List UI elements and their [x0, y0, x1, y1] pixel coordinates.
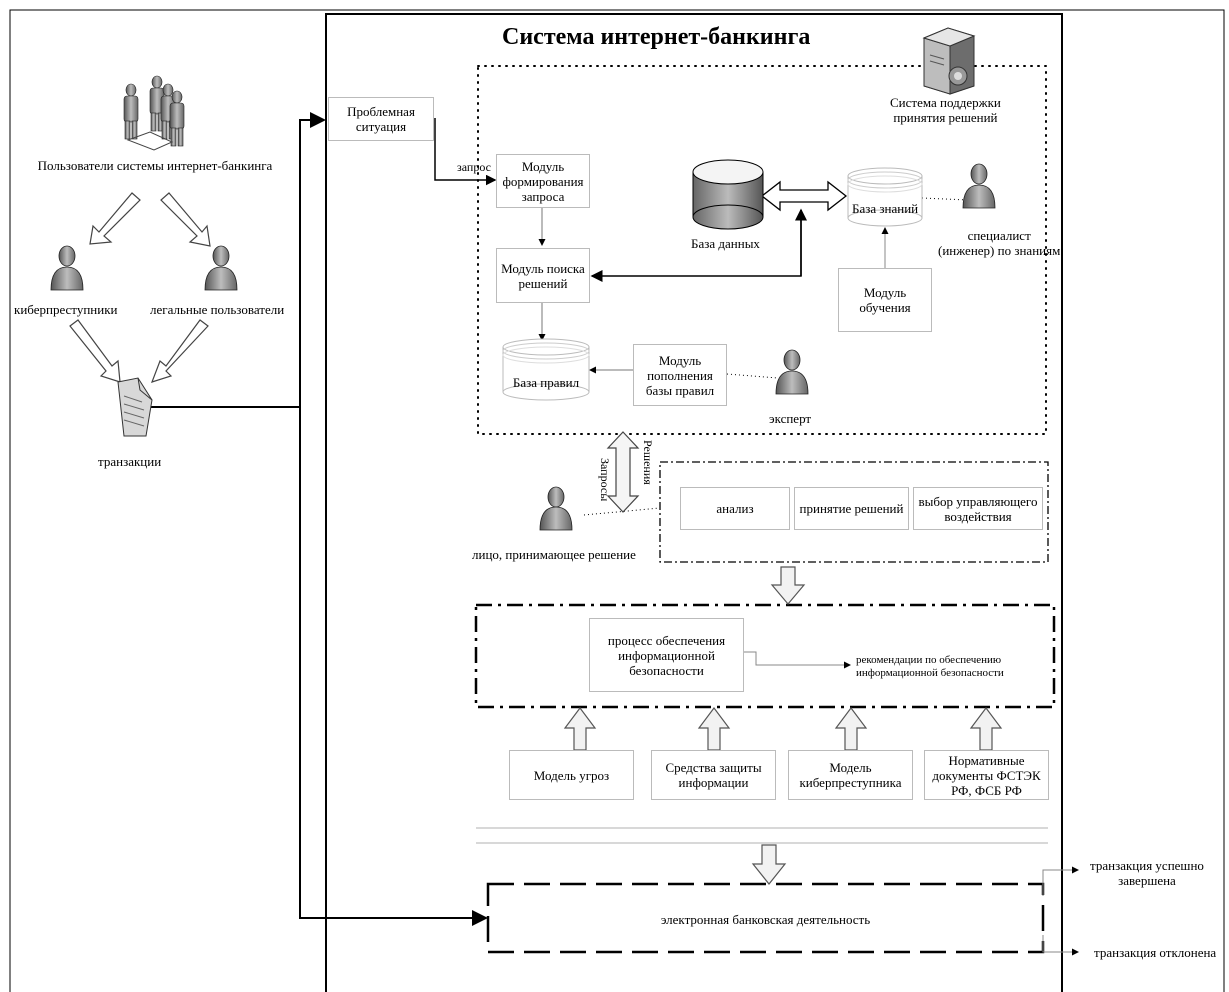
knowledge-base-label: База знаний: [852, 201, 919, 216]
queries-label: Запросы: [598, 458, 612, 502]
transactions-label: транзакции: [98, 454, 162, 469]
expert-person-icon: [775, 349, 809, 395]
security-process-box: процесс обеспечения информационной безоп…: [589, 618, 744, 692]
knowledge-specialist-label: специалист (инженер) по знаниям: [938, 228, 1061, 258]
module-request-box: Модуль формирования запроса: [496, 154, 590, 208]
database-cylinder-icon: [692, 159, 764, 230]
module-rules-update-box: Модуль пополнения базы правил: [633, 344, 727, 406]
cybercriminal-person-icon: [50, 245, 84, 291]
decisions-label: Решения: [641, 440, 655, 485]
transaction-rejected-label: транзакция отклонена: [1094, 945, 1217, 960]
security-region: [474, 603, 1056, 709]
rules-base-label: База правил: [512, 375, 580, 390]
users-label: Пользователи системы интернет-банкинга: [37, 158, 273, 173]
dss-label: Система поддержки принятия решений: [890, 95, 1001, 125]
legal-users-label: легальные пользователи: [150, 302, 285, 317]
expert-label: эксперт: [769, 411, 812, 426]
database-label: База данных: [691, 236, 760, 251]
cybercriminal-model-box: Модель киберпреступника: [788, 750, 913, 800]
normative-docs-box: Нормативные документы ФСТЭК РФ, ФСБ РФ: [924, 750, 1049, 800]
security-recommendations-label: рекомендации по обеспечению информационн…: [856, 654, 1004, 679]
cybercriminals-label: киберпреступники: [14, 302, 118, 317]
threat-model-box: Модель угроз: [509, 750, 634, 800]
decision-region: [659, 461, 1049, 563]
problem-situation-box: Проблемная ситуация: [328, 97, 434, 141]
server-icon: [922, 27, 976, 95]
specialist-person-icon: [962, 163, 996, 209]
ebanking-region: [486, 882, 1045, 954]
transaction-document-icon: [117, 377, 153, 437]
dss-region: [477, 65, 1047, 435]
knowledge-base-cylinder-icon: [847, 167, 923, 227]
request-label: запрос: [457, 160, 491, 174]
decision-maker-label: лицо, принимающее решение: [472, 547, 636, 562]
system-title: Система интернет-банкинга: [502, 24, 811, 50]
system-boundary: [325, 13, 1063, 992]
module-search-box: Модуль поиска решений: [496, 248, 590, 303]
ebanking-activity-label: электронная банковская деятельность: [660, 912, 871, 927]
decision-making-box: принятие решений: [794, 487, 909, 530]
analysis-box: анализ: [680, 487, 790, 530]
learning-module-box: Модуль обучения: [838, 268, 932, 332]
legal-user-person-icon: [204, 245, 238, 291]
control-choice-box: выбор управляющего воздействия: [913, 487, 1043, 530]
decision-maker-person-icon: [539, 486, 573, 531]
protection-means-box: Средства защиты информации: [651, 750, 776, 800]
transaction-success-label: транзакция успешно завершена: [1090, 858, 1204, 888]
users-group-icon: [123, 75, 185, 147]
rules-base-cylinder-icon: [502, 338, 590, 401]
